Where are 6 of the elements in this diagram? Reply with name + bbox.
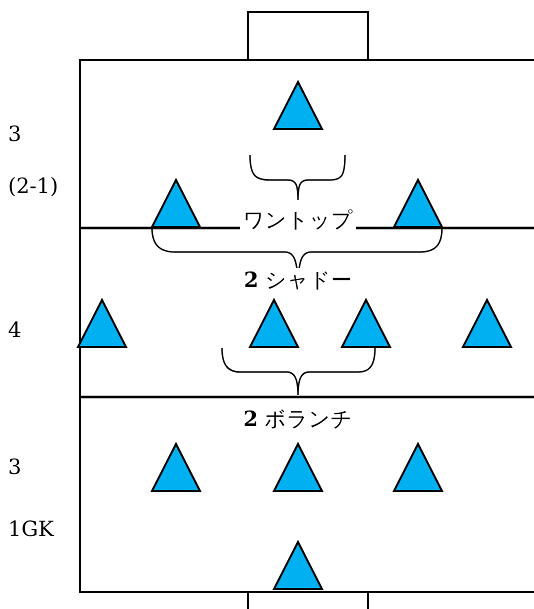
row-formation: (2-1): [8, 174, 58, 198]
row-count: 3: [8, 455, 22, 479]
row-count: 4: [8, 318, 22, 342]
role-label: ワントップ: [240, 208, 356, 232]
row-count: 1GK: [8, 517, 54, 541]
row-count: 3: [8, 122, 22, 146]
